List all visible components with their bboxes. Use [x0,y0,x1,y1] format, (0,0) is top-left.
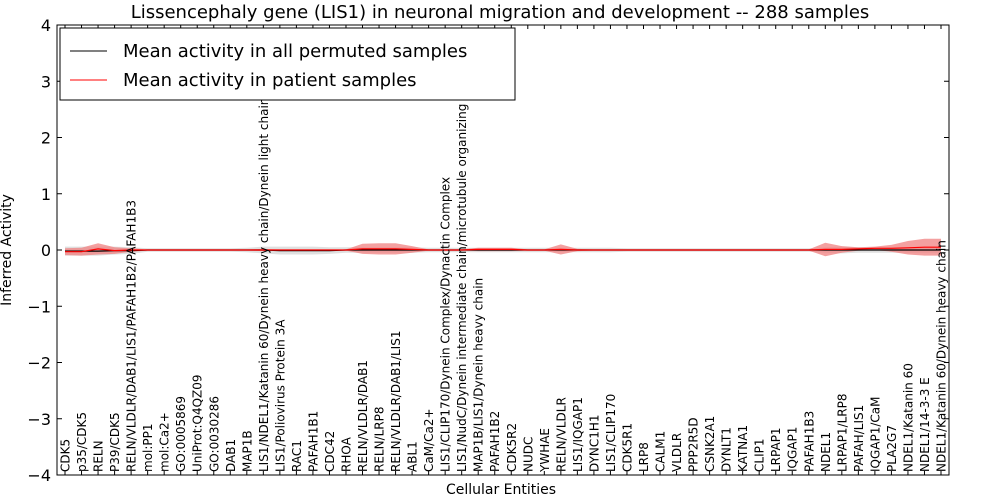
x-tick-label: RHOA [340,436,354,472]
x-tick-label: mol:Ca2+ [158,412,172,472]
x-tick-label: NUDC [521,437,535,472]
x-tick-label: RELN/LRP8 [373,406,387,472]
x-tick-label: NDEL1/14-3-3 E [918,377,932,472]
band-patient [65,238,941,257]
x-tick-label: UniProt:Q4QZ09 [191,374,205,472]
x-tick-label: LIS1/NudC/Dynein intermediate chain/micr… [455,61,469,472]
x-tick-label: RAC1 [290,440,304,472]
x-tick-label: LIS1/CLIP170/Dynein Complex/Dynactin Com… [439,177,453,472]
series-lines [65,246,941,253]
x-tick-label: ABL1 [406,441,420,472]
x-tick-label: CSNK2A1 [703,416,717,472]
x-tick-label: IQGAP1 [786,427,800,472]
x-tick-label: LRPAP1/LRP8 [835,393,849,472]
y-tick-label: 0 [41,241,51,260]
x-tick-label: p35/CDK5 [75,412,89,472]
y-tick-label: −4 [27,466,51,485]
y-tick-label: −2 [27,354,51,373]
x-tick-label: CDK5R1 [621,423,635,472]
y-tick-label: 4 [41,16,51,35]
x-axis-label: Cellular Entities [446,482,556,498]
legend-frame [59,27,516,101]
x-tick-label: CDK5R2 [505,423,519,472]
y-tick-label: 1 [41,185,51,204]
legend: Mean activity in all permuted samples Me… [59,27,516,101]
x-tick-label: KATNA1 [736,425,750,472]
x-tick-label: DAB1 [224,439,238,472]
x-tick-label: RELN/VLDLR/DAB1/LIS1 [389,331,403,472]
x-tick-label: IQGAP1/CaM [868,397,882,473]
y-tick-label: −3 [27,410,51,429]
x-tick-label: LIS1/IQGAP1 [571,397,585,472]
x-tick-label: PLA2G7 [885,425,899,472]
x-tick-label: LIS1/Poliovirus Protein 3A [273,319,287,472]
y-axis: −4 −3 −2 −1 0 1 2 3 4 [27,16,949,485]
x-tick-label: CaM/Ca2+ [422,408,436,472]
y-tick-label: −1 [27,297,51,316]
x-tick-label: RELN [92,440,106,472]
x-tick-label: LIS1/CLIP170 [604,394,618,472]
x-tick-label: RELN/VLDLR [554,397,568,472]
x-tick-label: RELN/VLDLR/DAB1/LIS1/PAFAH1B2/PAFAH1B3 [125,200,139,472]
x-tick-label: LRPAP1 [769,427,783,472]
x-tick-label: CDC42 [323,431,337,472]
x-tick-label: NDEL1/Katanin 60/Dynein heavy chain [935,240,949,472]
legend-label-patient: Mean activity in patient samples [123,70,417,91]
x-tick-label: PAFAH/LIS1 [852,405,866,472]
y-tick-label: 3 [41,72,51,91]
y-tick-label: 2 [41,129,51,148]
x-tick-label: RELN/VLDLR/DAB1 [356,360,370,472]
x-tick-label: MAP1B/LIS1/Dynein heavy chain [472,278,486,472]
x-tick-label: CDK5 [59,439,73,472]
x-tick-label: MAP1B [240,430,254,472]
x-tick-label: P39/CDK5 [108,412,122,472]
x-tick-label: NDEL1 [819,432,833,472]
x-tick-label: CALM1 [654,431,668,472]
x-tick-label: DYNC1H1 [587,414,601,472]
x-tick-label: DYNLT1 [720,427,734,472]
chart-title: Lissencephaly gene (LIS1) in neuronal mi… [131,2,870,23]
series-line-patient [65,246,941,253]
legend-label-permuted: Mean activity in all permuted samples [123,41,467,62]
x-tick-label: LIS1/NDEL1/Katanin 60/Dynein heavy chain… [257,98,271,472]
x-tick-label: YWHAE [538,428,552,473]
x-tick-label: PAFAH1B2 [488,411,502,472]
confidence-bands [65,238,941,257]
x-tick-label: CLIP1 [753,439,767,472]
x-tick-label: LRP8 [637,442,651,472]
x-tick-label: mol:PP1 [141,423,155,472]
x-tick-label: PPP2R5D [687,417,701,472]
x-tick-label: PAFAH1B3 [802,411,816,472]
x-tick-label: GO:0005869 [174,396,188,472]
x-tick-label: VLDLR [670,433,684,472]
x-tick-label: NDEL1/Katanin 60 [901,363,915,472]
x-tick-label: GO:0030286 [207,396,221,472]
x-tick-label: PAFAH1B1 [306,411,320,472]
y-axis-label: Inferred Activity [0,194,15,306]
